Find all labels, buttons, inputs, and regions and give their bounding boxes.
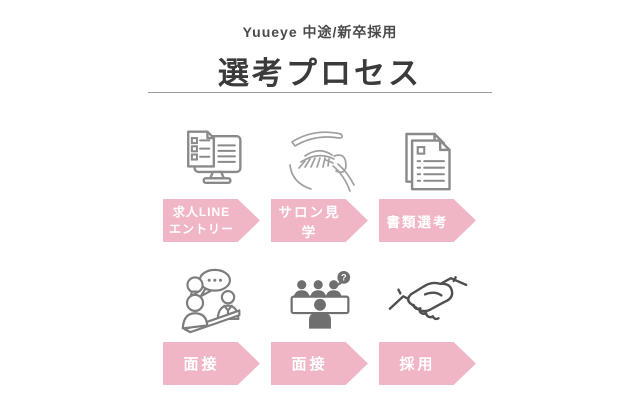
- eyelash-extension-icon: [284, 125, 356, 197]
- step-interview-2: ? 面接: [271, 264, 368, 385]
- step-label: 書類選考: [386, 214, 449, 230]
- step-label: サロン見学: [278, 204, 341, 240]
- step-banner-offer: 採用: [379, 342, 476, 385]
- step-banner-salon-tour: サロン見学: [271, 199, 368, 242]
- step-offer: 採用: [379, 264, 476, 385]
- step-banner-interview-2: 面接: [271, 342, 368, 385]
- step-label: 求人LINE: [172, 205, 231, 220]
- documents-icon: [399, 131, 457, 195]
- step-salon-tour: サロン見学: [271, 121, 368, 242]
- step-banner-interview-1: 面接: [163, 342, 260, 385]
- handshake-icon: [387, 274, 469, 332]
- conversation-icon: [179, 268, 245, 334]
- header: Yuueye 中途/新卒採用 選考プロセス: [148, 0, 492, 93]
- svg-text:?: ?: [340, 273, 346, 283]
- step-entry: 求人LINE エントリー: [163, 121, 260, 242]
- monitor-checklist-icon: [180, 129, 244, 191]
- page-title: 選考プロセス: [218, 56, 422, 91]
- step-document-screening: 書類選考: [379, 121, 476, 242]
- step-label: 面接: [183, 356, 220, 373]
- step-banner-document-screening: 書類選考: [379, 199, 476, 242]
- step-label: 採用: [399, 356, 436, 373]
- company-subtitle: Yuueye 中途/新卒採用: [242, 24, 398, 40]
- step-label: 面接: [291, 356, 328, 373]
- title-divider: [148, 92, 492, 93]
- step-interview-1: 面接: [163, 264, 260, 385]
- step-label: エントリー: [168, 221, 234, 236]
- step-banner-entry: 求人LINE エントリー: [163, 199, 260, 242]
- interview-panel-icon: ?: [288, 270, 352, 336]
